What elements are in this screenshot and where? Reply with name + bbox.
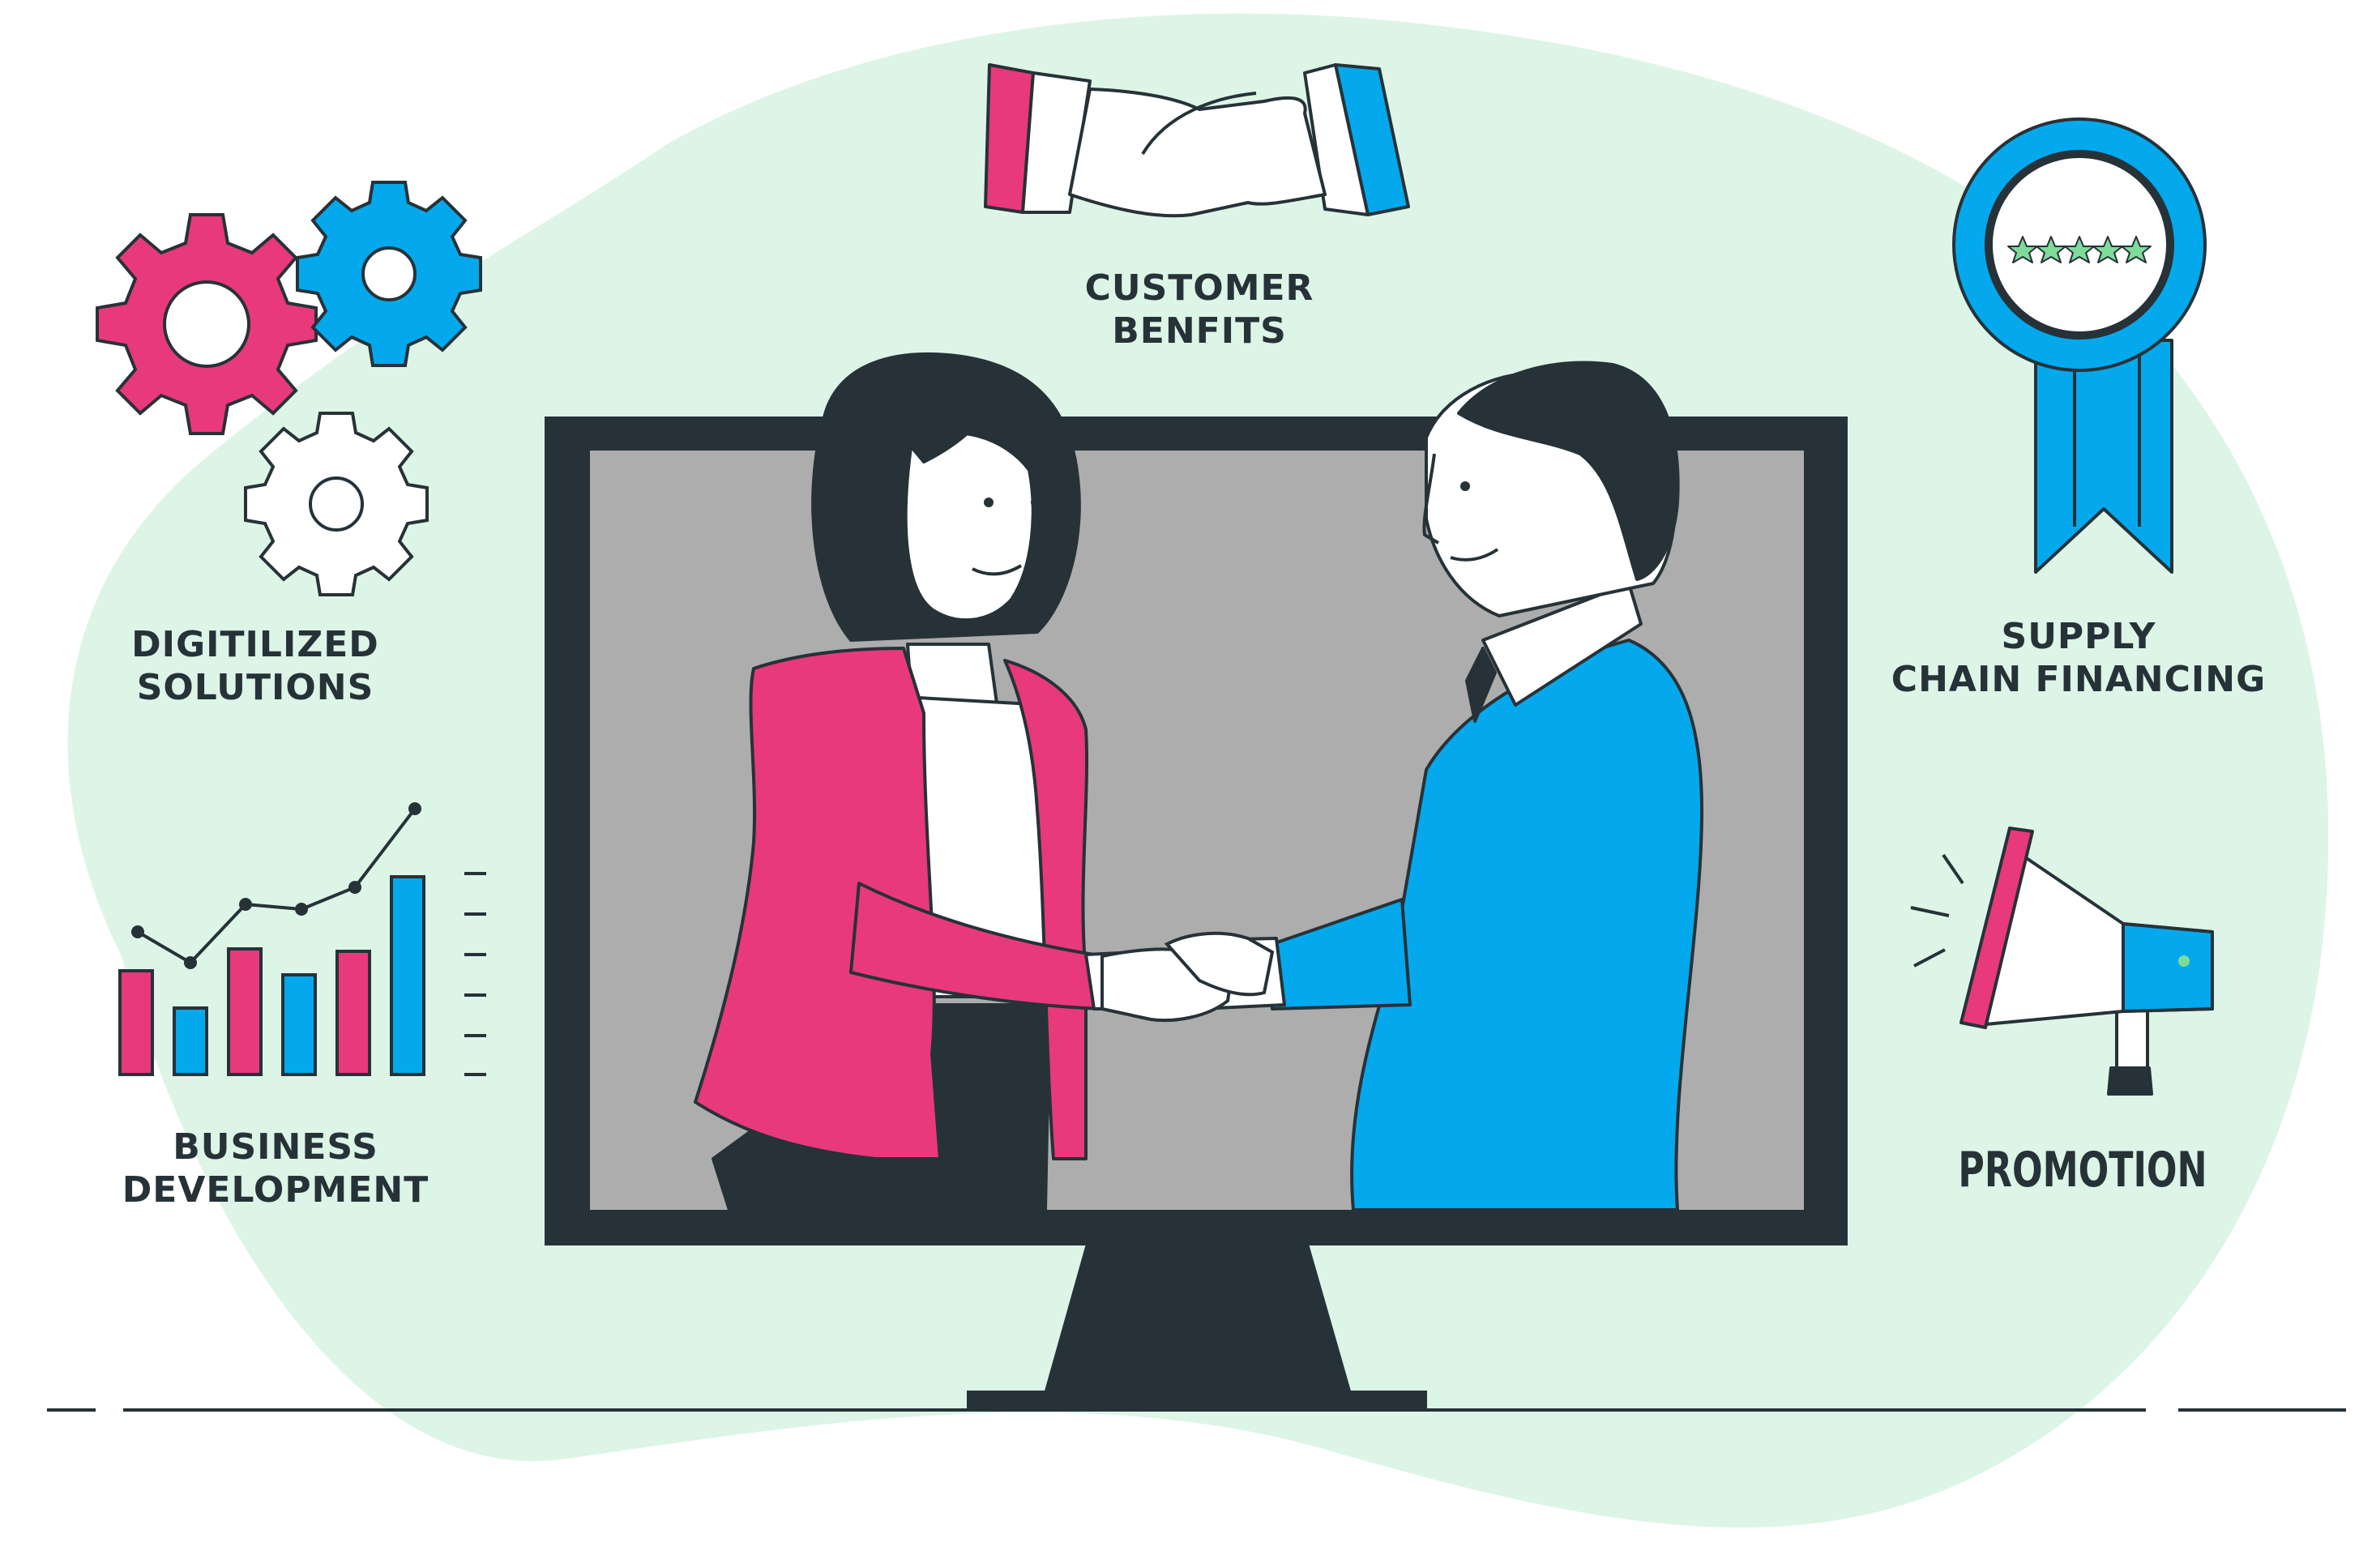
supply-chain-financing-label: SUPPLY CHAIN FINANCING	[1848, 616, 2310, 702]
bar-chart-icon	[118, 802, 486, 1076]
digitilized-solutions-line-1: DIGITILIZED	[131, 624, 379, 665]
customer-benefits-line-1: CUSTOMER	[1084, 267, 1314, 309]
customer-benefits-line-2: BENFITS	[1112, 310, 1287, 352]
woman-figure	[694, 352, 1193, 1211]
business-development-label: BUSINESS DEVELOPMENT	[81, 1126, 470, 1212]
digitilized-solutions-line-2: SOLUTIONS	[136, 666, 374, 708]
supply-chain-line-1: SUPPLY	[2001, 616, 2156, 657]
handshake-icon	[984, 63, 1410, 218]
supply-chain-line-2: CHAIN FINANCING	[1891, 658, 2267, 700]
megaphone-icon	[1910, 827, 2214, 1096]
promotion-label: PROMOTION	[1958, 1142, 2207, 1198]
award-ribbon-icon	[1952, 117, 2207, 574]
gear-icon	[244, 412, 429, 596]
business-development-line-2: DEVELOPMENT	[122, 1169, 429, 1211]
customer-benefits-label: CUSTOMER BENFITS	[997, 267, 1402, 353]
digitilized-solutions-label: DIGITILIZED SOLUTIONS	[73, 624, 438, 710]
business-development-line-1: BUSINESS	[173, 1126, 378, 1168]
gear-icon	[96, 213, 318, 435]
gear-icon	[296, 181, 482, 367]
man-figure	[1198, 361, 1703, 1211]
handshake-icon	[1100, 931, 1275, 1023]
